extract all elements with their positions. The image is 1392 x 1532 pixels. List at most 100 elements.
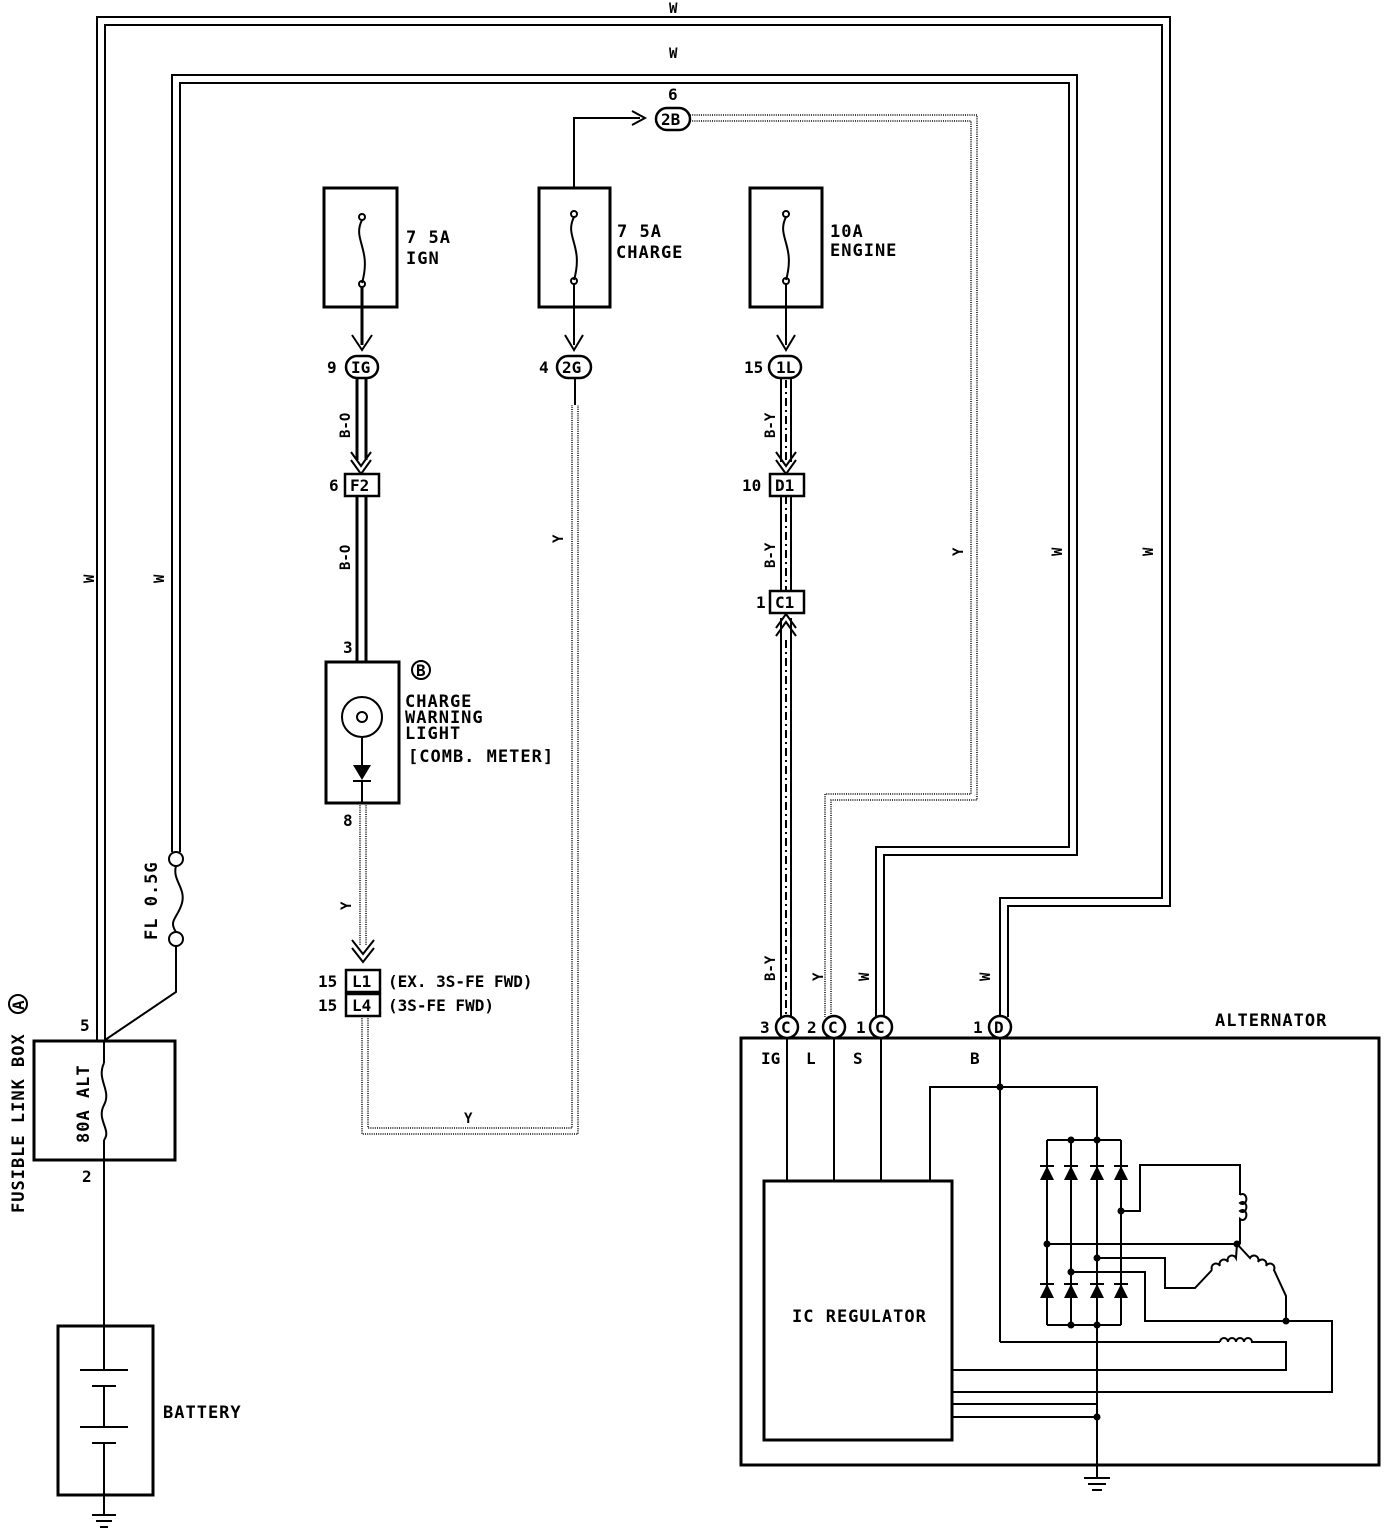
wire-y-light-l1 xyxy=(351,803,375,964)
warning-light-pin-bottom: 8 xyxy=(343,811,353,830)
connector-l1-code: L1 xyxy=(352,972,371,991)
regulator-label: IC REGULATOR xyxy=(792,1307,927,1327)
connector-f2: F2 6 xyxy=(329,472,381,498)
wire-color-w-left1: W xyxy=(82,574,98,583)
warning-light-line1: CHARGE xyxy=(405,692,472,712)
connector-2b-pin: 6 xyxy=(668,85,678,104)
connector-2b-code: 2B xyxy=(661,110,681,129)
fusible-link-label: FL 0.5G xyxy=(142,861,162,940)
connector-ig: IG 9 xyxy=(327,354,380,380)
battery-symbol xyxy=(56,1324,155,1515)
connector-l4-code: L4 xyxy=(352,996,371,1015)
wire-w-inner xyxy=(171,74,1078,1017)
alternator-label: ALTERNATOR xyxy=(1215,1011,1327,1031)
wire-color-by-mid: B-Y xyxy=(763,542,779,568)
flb-marker: A xyxy=(9,1000,28,1010)
connector-2g: 2G 4 xyxy=(539,354,593,380)
wire-y-loop xyxy=(361,378,579,1135)
wire-color-y-l: Y xyxy=(811,972,827,981)
connector-f2-code: F2 xyxy=(350,476,369,495)
wire-color-w-b: W xyxy=(978,972,994,981)
flb-label: FUSIBLE LINK BOX xyxy=(9,1033,29,1213)
flb-fuse-label: 80A ALT xyxy=(74,1064,94,1143)
connector-d1: D1 10 xyxy=(742,472,806,498)
wire-color-y-right: Y xyxy=(951,547,967,556)
wire-color-by-top: B-Y xyxy=(763,412,779,438)
alternator-connector-ig: C 3 IG xyxy=(760,1014,800,1068)
connector-1l: 1L 15 xyxy=(744,354,803,380)
alt-b-term: B xyxy=(970,1049,980,1068)
connector-2b: 2B 6 xyxy=(654,85,692,132)
connector-c1: C1 1 xyxy=(756,589,806,615)
warning-light-line4: [COMB. METER] xyxy=(408,747,554,767)
alt-s-pin: 1 xyxy=(856,1018,866,1037)
wire-color-by-bottom: B-Y xyxy=(763,955,779,981)
fusible-link-box xyxy=(32,1039,177,1162)
wire-charge-2b xyxy=(573,110,978,1017)
fuse-charge-rating: 7 5A xyxy=(617,222,662,242)
fuse-charge-name: CHARGE xyxy=(616,243,683,263)
warning-light-marker-circle xyxy=(411,660,431,680)
connector-f2-pin: 6 xyxy=(329,476,339,495)
ic-regulator xyxy=(762,1179,954,1442)
wire-color-y-bottom: Y xyxy=(464,1111,473,1127)
stator-windings xyxy=(952,1164,1333,1478)
warning-light-line3: LIGHT xyxy=(405,724,461,744)
wire-color-w-s: W xyxy=(857,972,873,981)
wire-b-y xyxy=(775,378,797,1017)
wire-color-w-second: W xyxy=(669,46,678,62)
alternator-box xyxy=(739,1036,1381,1467)
battery-label: BATTERY xyxy=(163,1403,242,1423)
flb-pin-top: 5 xyxy=(80,1016,90,1035)
fuse-drops xyxy=(351,284,796,352)
alternator-connector-l: C 2 L xyxy=(806,1014,847,1068)
flb-pin-bottom: 2 xyxy=(82,1167,92,1186)
connector-2g-pin: 4 xyxy=(539,358,549,377)
alt-ig-term: IG xyxy=(761,1049,780,1068)
wire-color-w-left2: W xyxy=(152,574,168,583)
wire-b-o xyxy=(350,378,372,662)
connector-l1-pin: 15 xyxy=(318,972,337,991)
warning-light-line2: WARNING xyxy=(405,708,484,728)
alternator-connector-b: D 1 B xyxy=(970,1014,1013,1068)
alternator-connector-s: C 1 S xyxy=(853,1014,894,1068)
fuse-engine-rating: 10A xyxy=(830,222,864,242)
connector-l4-pin: 15 xyxy=(318,996,337,1015)
connector-ig-pin: 9 xyxy=(327,358,337,377)
charge-warning-light xyxy=(324,660,401,805)
connector-c1-pin: 1 xyxy=(756,593,766,612)
connector-c1-code: C1 xyxy=(775,593,794,612)
connector-d1-code: D1 xyxy=(775,476,794,495)
fuse-engine-name: ENGINE xyxy=(830,241,897,261)
alt-ig-pin: 3 xyxy=(760,1018,770,1037)
alt-l-term: L xyxy=(806,1049,816,1068)
alt-s-term: S xyxy=(853,1049,863,1068)
alt-l-pin: 2 xyxy=(807,1018,817,1037)
alt-s-code: C xyxy=(875,1018,885,1037)
connector-l4-note: (3S-FE FWD) xyxy=(388,996,494,1015)
connector-1l-code: 1L xyxy=(776,358,795,377)
warning-light-marker: B xyxy=(416,661,426,680)
wire-color-y-mid: Y xyxy=(551,534,567,543)
connector-d1-pin: 10 xyxy=(742,476,761,495)
wire-color-y-light: Y xyxy=(339,901,355,910)
fuse-ign-name: IGN xyxy=(406,249,440,269)
wire-color-bo-bottom: B-O xyxy=(338,545,354,570)
alt-b-pin: 1 xyxy=(973,1018,983,1037)
wire-w-outer xyxy=(96,16,1171,1040)
alt-b-code: D xyxy=(994,1018,1004,1037)
rectifier-bridge xyxy=(996,1083,1128,1329)
connector-l4: L4 15 (3S-FE FWD) xyxy=(318,992,494,1018)
wire-color-bo-top: B-O xyxy=(338,413,354,438)
wire-color-w-right1: W xyxy=(1050,547,1066,556)
connector-2g-code: 2G xyxy=(562,358,581,377)
wire-color-w-top: W xyxy=(669,1,678,17)
fuse-ign-rating: 7 5A xyxy=(406,228,451,248)
ground-battery-icon xyxy=(92,1514,116,1528)
wire-color-w-right2: W xyxy=(1141,547,1157,556)
ground-alternator-icon xyxy=(1084,1477,1110,1491)
alt-l-code: C xyxy=(828,1018,838,1037)
connector-l1: L1 15 (EX. 3S-FE FWD) xyxy=(318,968,533,994)
flb-marker-circle xyxy=(8,994,28,1014)
